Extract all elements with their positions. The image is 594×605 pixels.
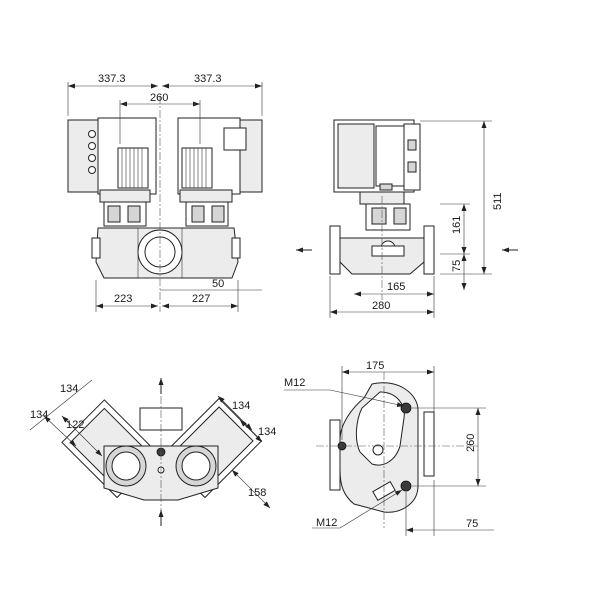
- dim-top-right-outer: 134: [232, 400, 250, 412]
- side-view: 511 161 75 165 280: [296, 119, 518, 318]
- dim-side-port-to-port: 280: [372, 300, 390, 312]
- dim-side-port-height: 75: [451, 260, 463, 272]
- dim-front-axis-to-right: 227: [192, 293, 210, 305]
- dim-front-motor-spacing: 260: [150, 92, 168, 104]
- dim-top-left-motor: 122: [66, 419, 84, 431]
- dim-top-left-inner: 134: [30, 409, 48, 421]
- thread-label-bottom: M12: [316, 517, 337, 529]
- dim-base-offset: 75: [466, 518, 478, 530]
- front-view: 337.3 337.3 260 50 223 227: [67, 73, 263, 312]
- base-view: 175 260 75 M12 M12: [284, 360, 494, 536]
- base-mount-hole-bottom: [400, 480, 412, 492]
- dim-front-left-to-axis: 223: [114, 293, 132, 305]
- dim-front-right-width: 337.3: [194, 73, 222, 85]
- dim-front-height: 50: [212, 278, 224, 290]
- front-pump-body: [91, 227, 241, 279]
- right-motor: [177, 117, 263, 227]
- dim-side-half-length: 165: [387, 281, 405, 293]
- dim-base-width: 175: [366, 360, 384, 372]
- top-view: 134 134 122 134 134 158: [29, 378, 276, 526]
- dim-side-total-height: 511: [492, 192, 504, 210]
- base-mount-hole-top: [400, 402, 412, 414]
- dim-base-height: 260: [465, 434, 477, 452]
- thread-label-top: M12: [284, 377, 305, 389]
- left-motor: [67, 117, 157, 227]
- dim-top-right-inner: 134: [258, 426, 276, 438]
- dim-top-left-outer: 134: [60, 383, 78, 395]
- dim-side-pump-height: 161: [451, 216, 463, 234]
- dim-front-left-width: 337.3: [98, 73, 126, 85]
- base-body: [329, 382, 435, 513]
- side-motor: [333, 119, 421, 231]
- dim-top-right-diag: 158: [248, 487, 266, 499]
